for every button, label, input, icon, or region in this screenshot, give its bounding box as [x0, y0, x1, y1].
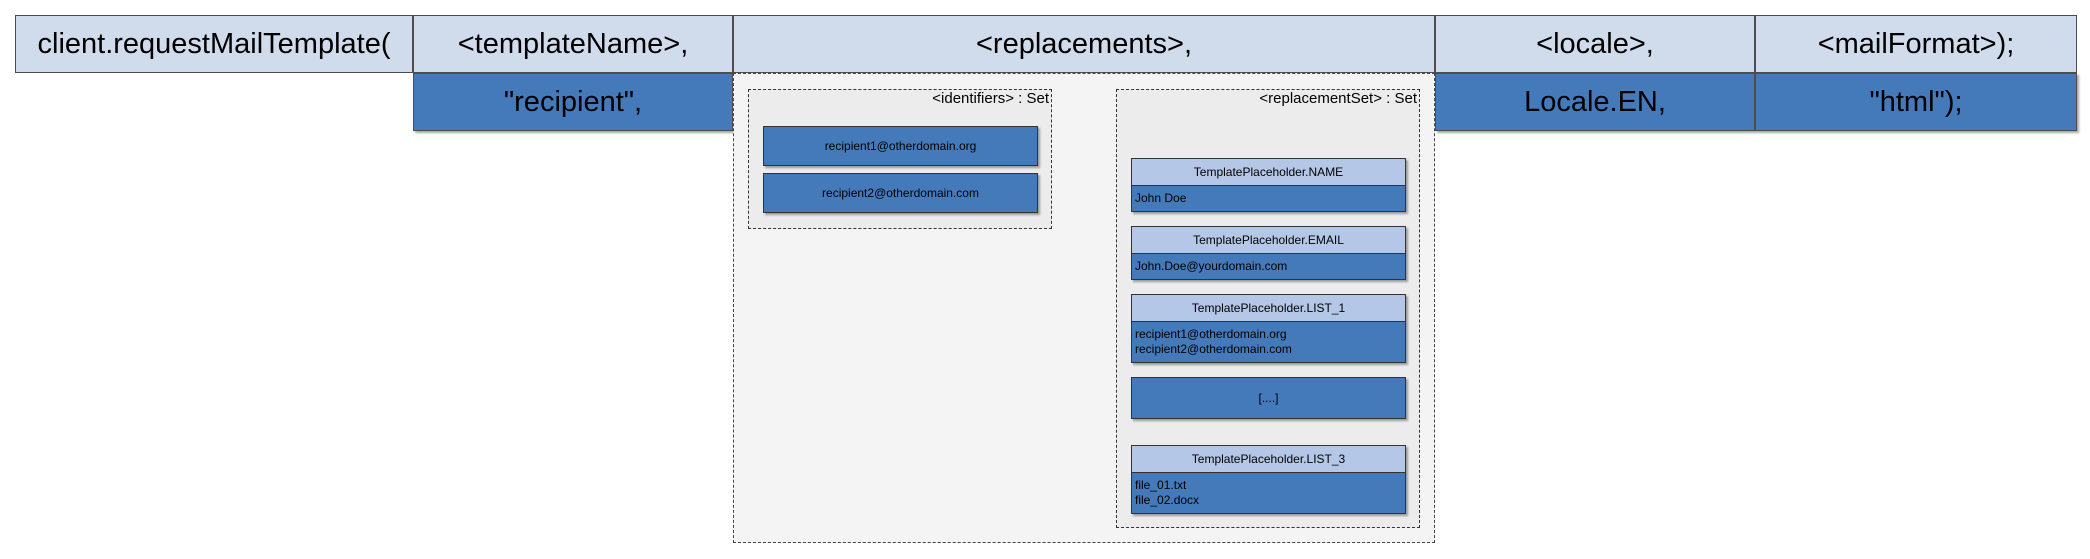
replacement-value: recipient1@otherdomain.org recipient2@ot…: [1132, 322, 1405, 362]
identifiers-set: <identifiers> : Set recipient1@otherdoma…: [748, 89, 1052, 229]
replacement-ellipsis: [....]: [1258, 391, 1279, 405]
header-template-name: <templateName>,: [413, 15, 733, 73]
replacement-value: John Doe: [1132, 186, 1405, 211]
replacement-set-label: <replacementSet> : Set: [1259, 90, 1417, 107]
value-locale: Locale.EN,: [1435, 73, 1755, 131]
replacement-entry-email: TemplatePlaceholder.EMAIL John.Doe@yourd…: [1131, 226, 1406, 280]
replacement-key: TemplatePlaceholder.EMAIL: [1132, 227, 1405, 254]
replacement-entry-list-1: TemplatePlaceholder.LIST_1 recipient1@ot…: [1131, 294, 1406, 363]
header-locale: <locale>,: [1435, 15, 1755, 73]
header-replacements: <replacements>,: [733, 15, 1435, 73]
replacement-value-line: John Doe: [1135, 191, 1187, 205]
value-mail-format: "html");: [1755, 73, 2077, 131]
replacement-value-line: John.Doe@yourdomain.com: [1135, 259, 1288, 273]
replacements-panel: <identifiers> : Set recipient1@otherdoma…: [733, 73, 1435, 543]
identifiers-set-label: <identifiers> : Set: [932, 90, 1049, 107]
identifier-item: recipient1@otherdomain.org: [763, 126, 1038, 166]
replacement-value: John.Doe@yourdomain.com: [1132, 254, 1405, 279]
replacement-set: <replacementSet> : Set TemplatePlacehold…: [1116, 89, 1420, 528]
replacement-value-line: file_02.docx: [1135, 493, 1200, 507]
identifier-text: recipient1@otherdomain.org: [824, 139, 977, 153]
replacement-entry-ellipsis: [....]: [1131, 377, 1406, 419]
header-mail-format: <mailFormat>);: [1755, 15, 2077, 73]
replacement-value-line: file_01.txt: [1135, 478, 1187, 492]
replacement-value-line: recipient2@otherdomain.com: [1135, 342, 1292, 356]
replacement-value-line: recipient1@otherdomain.org: [1135, 327, 1287, 341]
replacement-value: file_01.txt file_02.docx: [1132, 473, 1405, 513]
replacement-key: TemplatePlaceholder.LIST_1: [1132, 295, 1405, 322]
value-template-name: "recipient",: [413, 73, 733, 131]
replacement-key: TemplatePlaceholder.LIST_3: [1132, 446, 1405, 473]
replacement-key: TemplatePlaceholder.NAME: [1132, 159, 1405, 186]
identifier-item: recipient2@otherdomain.com: [763, 173, 1038, 213]
identifier-text: recipient2@otherdomain.com: [822, 186, 979, 200]
replacement-entry-list-3: TemplatePlaceholder.LIST_3 file_01.txt f…: [1131, 445, 1406, 514]
header-call: client.requestMailTemplate(: [15, 15, 413, 73]
replacement-entry-name: TemplatePlaceholder.NAME John Doe: [1131, 158, 1406, 212]
